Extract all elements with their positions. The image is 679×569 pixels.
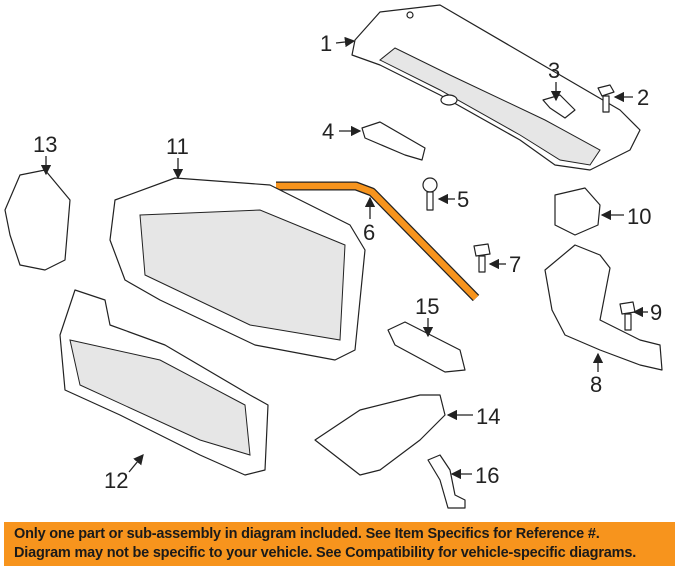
callout-10: 10 [627, 204, 651, 229]
part-13-side-deflector[interactable] [4, 169, 71, 271]
part-8-side-bracket[interactable] [544, 244, 663, 371]
part-5-screw[interactable] [422, 177, 438, 211]
part-6-brace-highlighted[interactable] [276, 181, 480, 302]
part-16-bracket[interactable] [427, 454, 466, 509]
callout-14: 14 [476, 404, 500, 429]
disclaimer-line-2: Diagram may not be specific to your vehi… [14, 545, 637, 561]
callout-2: 2 [637, 85, 649, 110]
callout-5: 5 [457, 187, 469, 212]
part-4-bracket[interactable] [361, 121, 426, 161]
callout-3: 3 [548, 58, 560, 83]
part-10-bracket[interactable] [554, 187, 601, 236]
part-12-lower-shield[interactable] [59, 289, 269, 476]
callout-13: 13 [33, 132, 57, 157]
part-15-bracket[interactable] [387, 321, 466, 373]
callout-8: 8 [590, 372, 602, 397]
callout-6: 6 [363, 220, 375, 245]
callout-16: 16 [475, 463, 499, 488]
callout-15: 15 [415, 294, 439, 319]
part-1-upper-tie-bar[interactable] [351, 4, 641, 171]
part-2-bolt[interactable] [597, 84, 615, 113]
part-14-air-duct[interactable] [314, 394, 446, 476]
part-9-bolt[interactable] [619, 301, 636, 331]
callout-4: 4 [322, 119, 334, 144]
callout-9: 9 [650, 300, 662, 325]
part-11-air-deflector[interactable] [109, 177, 366, 361]
disclaimer-line-1: Only one part or sub-assembly in diagram… [14, 526, 600, 542]
callout-7: 7 [509, 252, 521, 277]
part-7-bolt[interactable] [473, 243, 491, 273]
callout-1: 1 [320, 31, 332, 56]
parts-diagram: 1 2 3 4 5 6 7 8 9 10 11 12 13 14 15 16 [4, 4, 663, 509]
disclaimer-banner: Only one part or sub-assembly in diagram… [4, 522, 675, 566]
callout-11: 11 [166, 134, 189, 159]
callout-12: 12 [104, 468, 128, 493]
callouts: 1 2 3 4 5 6 7 8 9 10 11 12 13 14 15 16 [33, 31, 662, 493]
